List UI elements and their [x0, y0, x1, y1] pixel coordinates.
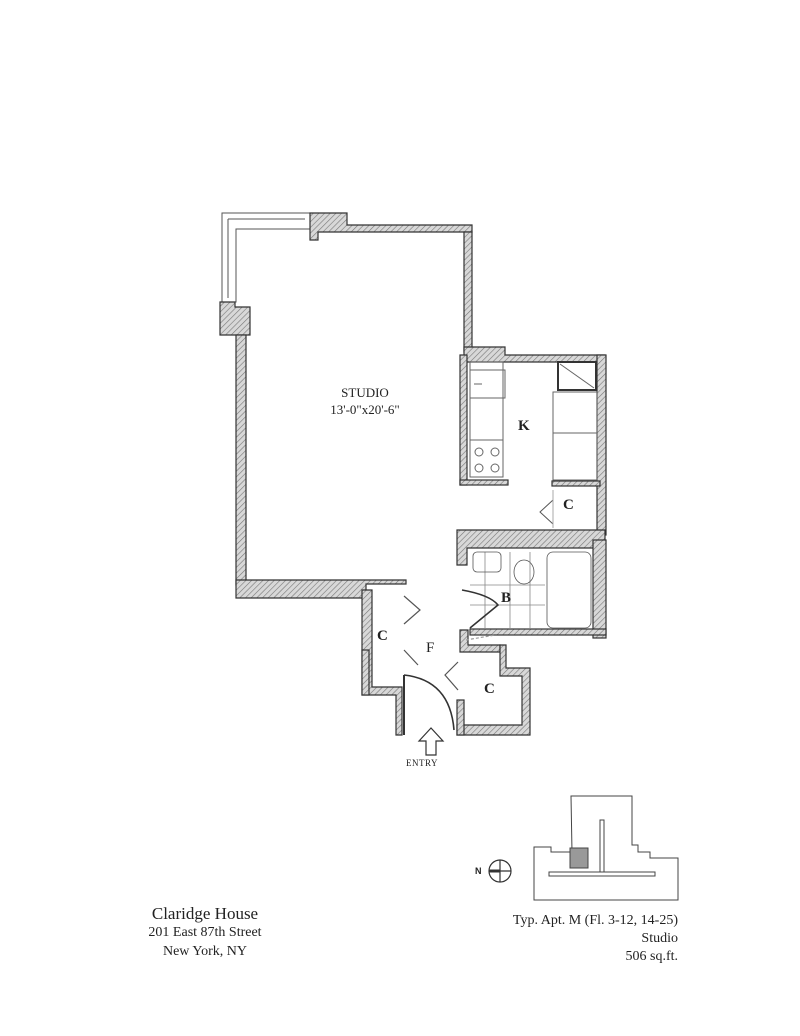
bath-fixtures	[461, 551, 592, 629]
north-compass-icon	[488, 859, 512, 883]
studio-name: STUDIO	[341, 385, 389, 400]
entry-label: ENTRY	[406, 758, 439, 768]
studio-dimensions: 13'-0"x20'-6"	[330, 402, 400, 417]
doors	[403, 595, 496, 735]
building-name: Claridge House	[151, 904, 259, 923]
kitchen-label: K	[518, 418, 530, 434]
exterior-walls	[219, 212, 607, 736]
building-address-line1: 201 East 87th Street	[148, 925, 262, 940]
apartment-area: 506 sq.ft.	[625, 949, 679, 964]
building-address-line2: New York, NY	[162, 944, 247, 959]
key-plan	[533, 795, 679, 901]
apartment-type: Typ. Apt. M (Fl. 3-12, 14-25)	[512, 913, 678, 928]
window-bay	[221, 212, 311, 303]
bath-label: B	[501, 590, 512, 606]
entry-arrow-icon	[417, 727, 445, 756]
foyer-label: F	[426, 640, 435, 656]
apartment-info: Typ. Apt. M (Fl. 3-12, 14-25) Studio 506…	[460, 912, 678, 966]
apartment-layout: Studio	[641, 931, 678, 946]
kitchen-fixtures	[469, 361, 598, 528]
north-label: N	[475, 866, 482, 876]
building-info: Claridge House 201 East 87th Street New …	[120, 904, 290, 961]
foyer-left-closet-label: C	[377, 628, 388, 644]
foyer-right-closet-label: C	[484, 681, 495, 697]
kitchen-closet-label: C	[563, 497, 574, 513]
studio-label: STUDIO 13'-0"x20'-6"	[300, 384, 430, 418]
